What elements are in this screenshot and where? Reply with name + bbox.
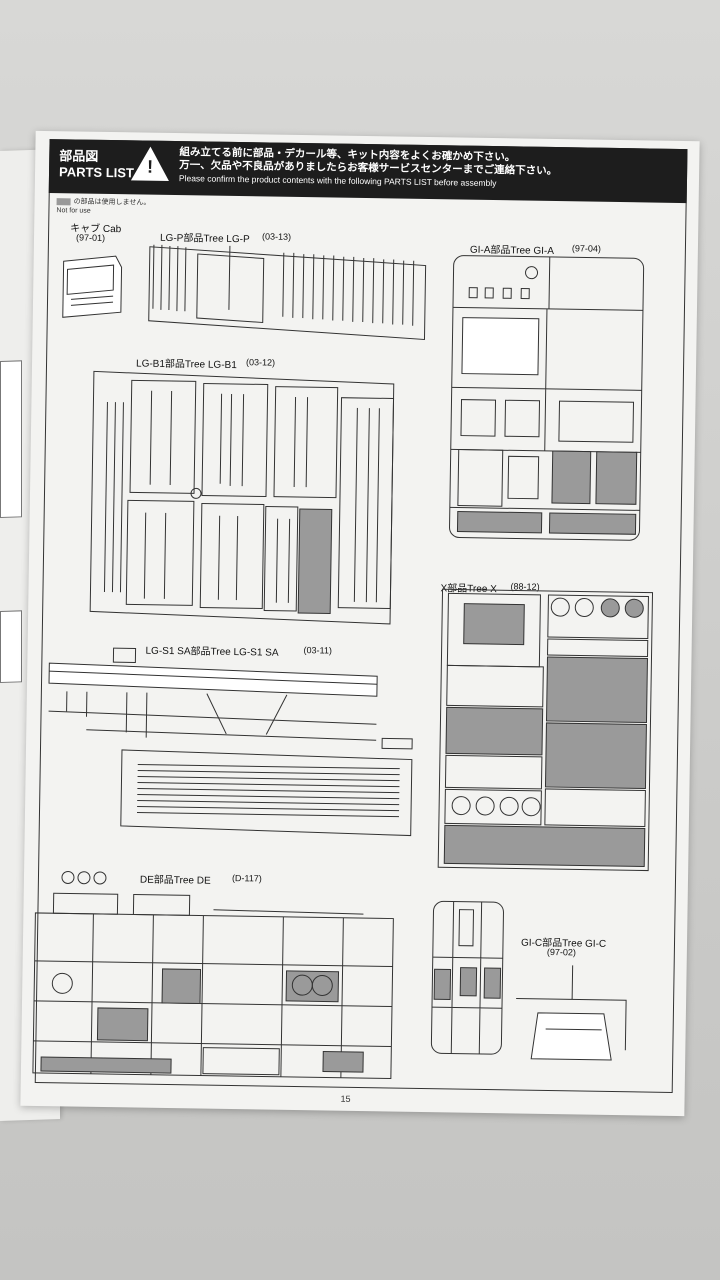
page-number: 15 (340, 1093, 351, 1104)
tree-gi-a (449, 255, 645, 541)
cab-part (62, 255, 123, 318)
parts-diagrams (32, 244, 654, 1080)
tree-lg-b1 (89, 370, 395, 625)
tree-lg-s1 (48, 647, 413, 837)
parts-list-page: 部品図 PARTS LIST ! 組み立てる前に部品・デカール等、キット内容をよ… (20, 130, 700, 1117)
tree-gi-c (430, 900, 627, 1061)
tree-lg-p (148, 244, 427, 341)
tree-x (437, 588, 654, 872)
tree-de (32, 870, 394, 1080)
adjacent-page-figure (0, 360, 22, 519)
adjacent-page-figure (0, 610, 22, 684)
